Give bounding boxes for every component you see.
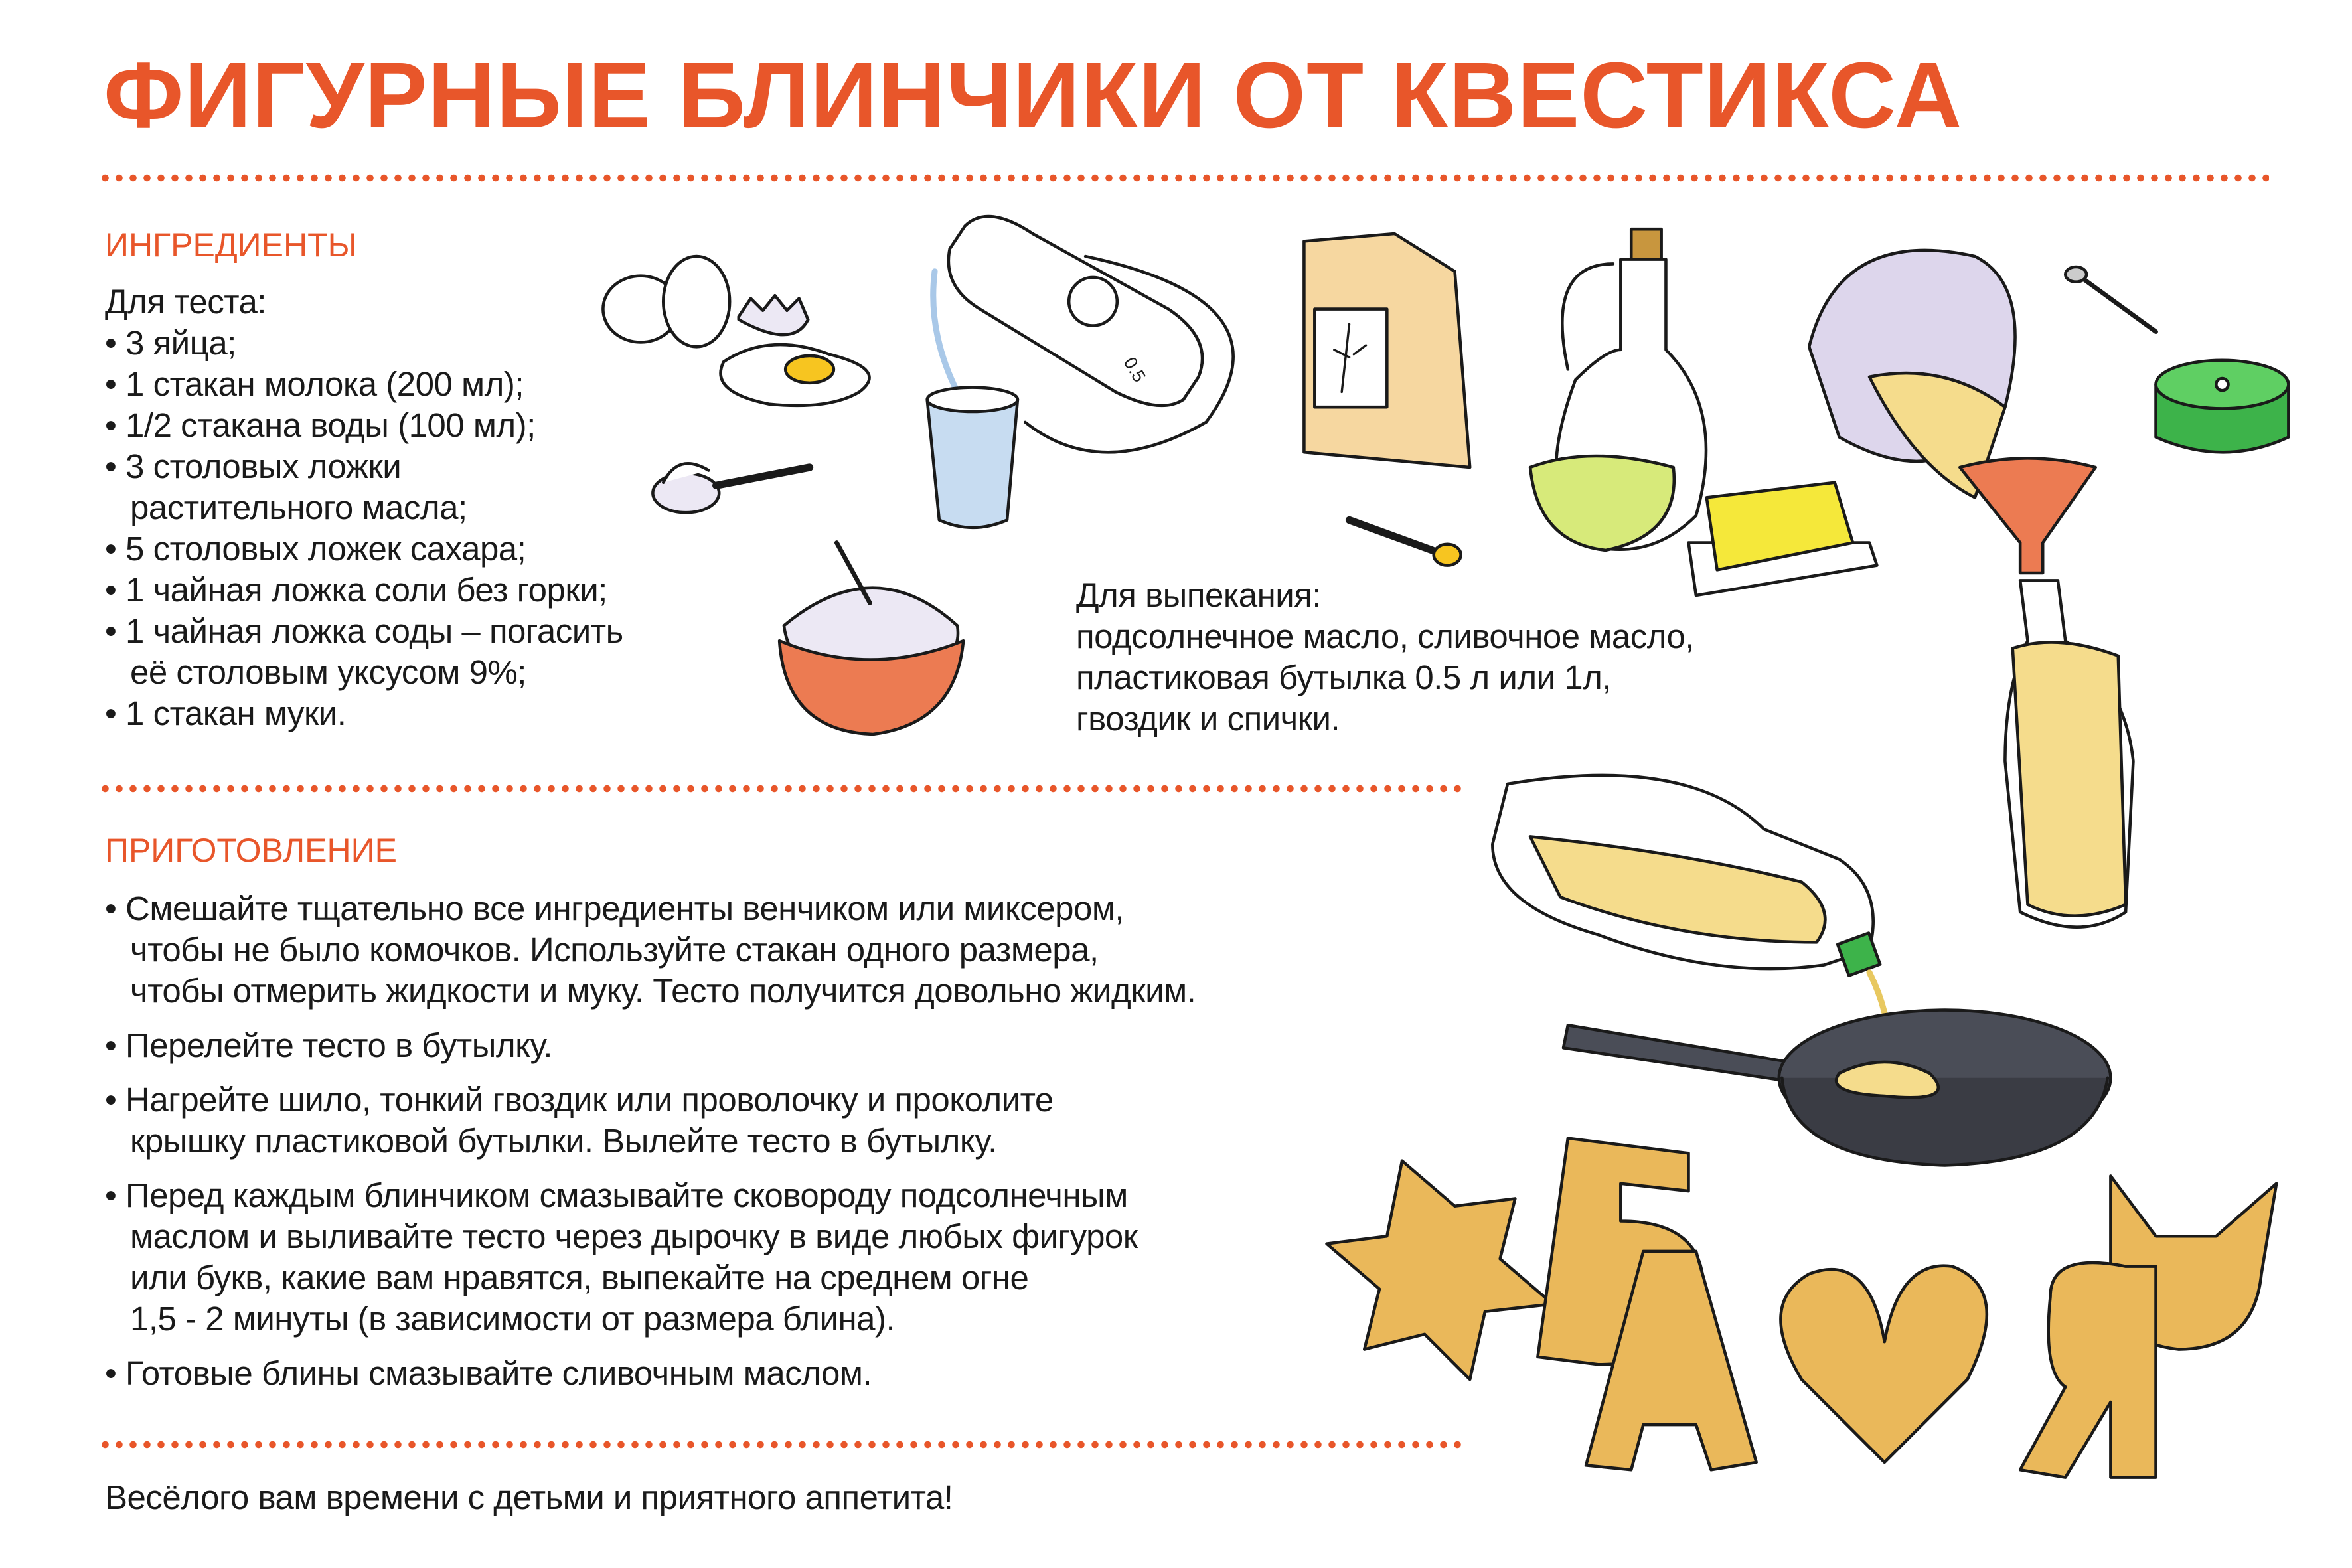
baking-list: Для выпекания: подсолнечное масло, сливо… [1076,575,1695,740]
ingredient-item-text: растительного масла; [130,489,467,526]
pancakes-illustration [1325,1137,2278,1479]
batter-bottle-illustration [2003,579,2135,929]
mixing-bowl-illustration [1807,248,2017,499]
glass-illustration [925,386,1020,530]
ingredients-heading: ИНГРЕДИЕНТЫ [105,226,357,264]
funnel-illustration [1958,457,2097,575]
ingredient-item: 1/2 стакана воды (100 мл); [105,405,623,446]
page-title: ФИГУРНЫЕ БЛИНЧИКИ ОТ КВЕСТИКСА [104,42,1963,147]
step-line: Перед каждым блинчиком смазывайте сковор… [125,1176,1128,1214]
ingredient-item: 5 столовых ложек сахара; [105,528,623,570]
bottle-cap-illustration [2154,358,2290,454]
ingredient-item: 1 чайная ложка соли без горки; [105,570,623,611]
step-line: Нагрейте шило, тонкий гвоздик или провол… [125,1081,1054,1119]
ingredient-item: 1 стакан молока (200 мл); [105,364,623,405]
divider-middle [98,785,1466,793]
step-item: Нагрейте шило, тонкий гвоздик или провол… [105,1079,1196,1162]
footer-text: Весёлого вам времени с детьми и приятног… [105,1478,953,1516]
frying-pan-illustration [1561,1008,2112,1167]
step-item: Смешайте тщательно все ингредиенты венчи… [105,888,1196,1012]
ingredient-item-text: её столовым уксусом 9%; [130,653,526,691]
baking-label: Для выпекания: [1076,576,1322,614]
ingredient-item: 3 столовых ложки растительного масла; [105,446,623,528]
step-line: Перелейте тесто в бутылку. [125,1026,553,1064]
nail-illustration [2063,265,2158,335]
baking-line: подсолнечное масло, сливочное масло, [1076,617,1695,655]
ingredient-item-text: 1 чайная ложка соды – погасить [125,612,623,650]
divider-top [98,174,2269,182]
spoon-illustration [651,462,814,514]
step-line: Смешайте тщательно все ингредиенты венчи… [125,890,1125,927]
step-item: Готовые блины смазывайте сливочным масло… [105,1353,1196,1394]
step-line: чтобы не было комочков. Используйте стак… [130,931,1099,969]
letter-ya-pancake [2018,1261,2157,1479]
butter-illustration [1687,481,1879,597]
ingredient-item: 1 стакан муки. [105,693,623,734]
step-item: Перед каждым блинчиком смазывайте сковор… [105,1175,1196,1340]
heart-pancake [1779,1264,1988,1464]
step-line: маслом и выливайте тесто через дырочку в… [130,1217,1138,1255]
preparation-steps: Смешайте тщательно все ингредиенты венчи… [105,888,1196,1407]
milk-bottle-illustration: 0.5 [930,214,1235,454]
ingredient-item-text: 3 столовых ложки [125,447,402,485]
star-pancake [1325,1159,1555,1381]
letter-a-pancake [1584,1249,1758,1472]
eggs-illustration [601,254,871,408]
measuring-spoon-illustration [1345,516,1462,567]
step-line: 1,5 - 2 минуты (в зависимости от размера… [130,1300,896,1338]
step-line: крышку пластиковой бутылки. Вылейте тест… [130,1122,997,1160]
oil-bottle-illustration [1528,227,1708,552]
step-item: Перелейте тесто в бутылку. [105,1025,1196,1066]
flour-bag-illustration [1302,232,1472,469]
step-line: чтобы отмерить жидкости и муку. Тесто по… [130,972,1196,1010]
baking-line: гвоздик и спички. [1076,700,1340,738]
dough-label: Для теста: [105,283,267,321]
step-line: или букв, какие вам нравятся, выпекайте … [130,1259,1029,1296]
ingredients-list: Для теста: 3 яйца; 1 стакан молока (200 … [105,281,623,734]
flour-bowl-illustration [777,540,965,736]
step-line: Готовые блины смазывайте сливочным масло… [125,1354,872,1392]
divider-bottom [98,1441,1466,1449]
preparation-heading: ПРИГОТОВЛЕНИЕ [105,832,397,869]
baking-line: пластиковая бутылка 0.5 л или 1л, [1076,659,1612,696]
ingredient-item: 3 яйца; [105,323,623,364]
